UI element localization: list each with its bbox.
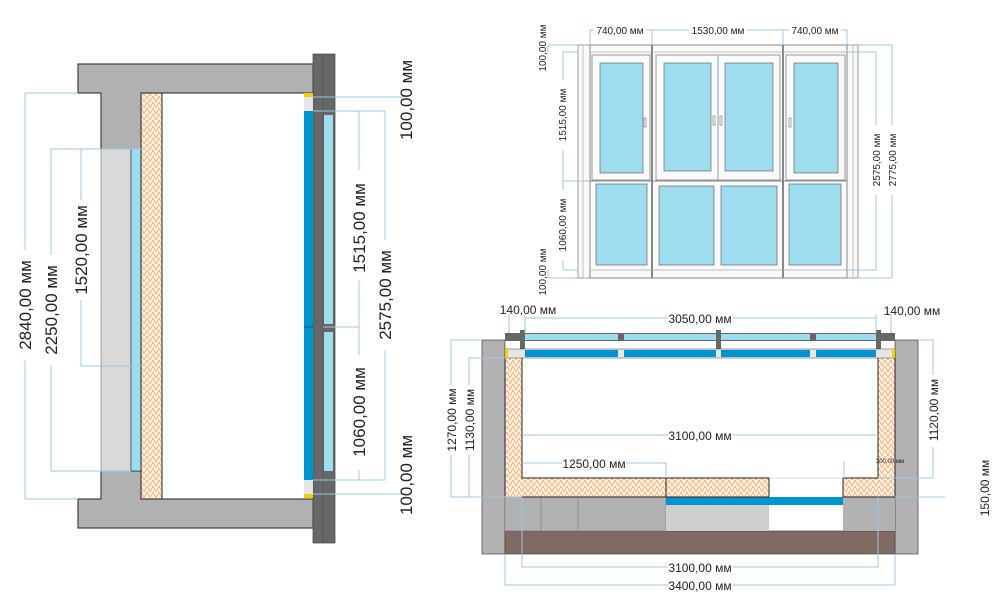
seal-top — [304, 93, 313, 97]
side-glass-upper — [130, 148, 142, 367]
width-right: 740,00 мм — [791, 26, 838, 37]
side-glass-lower — [130, 365, 142, 472]
dim-2840: 2840,00 мм — [16, 260, 35, 350]
plan-dim-1130: 1130,00 мм — [463, 389, 477, 451]
pane-bottom-left — [595, 183, 648, 266]
plan-dim-3400: 3400,00 мм — [668, 579, 731, 593]
plan-dim-3100-bottom: 3100,00 мм — [668, 561, 731, 575]
floor-glass-strip — [666, 497, 843, 505]
dim-2250: 2250,00 мм — [42, 265, 61, 355]
dim-100-top: 100,00 мм — [397, 60, 416, 140]
dim-2575: 2575,00 мм — [376, 250, 395, 340]
insulation-wall — [140, 92, 163, 500]
seal-bottom — [304, 494, 313, 498]
spacer-top — [304, 97, 313, 111]
pane-bottom-mid-right — [720, 185, 778, 266]
dim-1515: 1515,00 мм — [350, 183, 369, 273]
outer-pane-lower — [324, 332, 333, 471]
top-slab — [77, 63, 314, 150]
spacer-bottom — [304, 480, 313, 494]
elev-dim-lower: 1060,00 мм — [558, 199, 569, 252]
pane-top-mid-right — [724, 62, 774, 172]
side-section: 2840,00 мм 2250,00 мм 1520,00 мм 1515,00… — [16, 53, 416, 544]
plan-dim-3050: 3050,00 мм — [668, 312, 731, 326]
wall-right — [894, 339, 919, 555]
dim-100-bottom: 100,00 мм — [397, 435, 416, 515]
bottom-slab — [77, 470, 314, 529]
dim-1060: 1060,00 мм — [350, 367, 369, 457]
wall-left — [481, 339, 506, 555]
window-elevation: 740,00 мм 1530,00 мм 740,00 мм 100,00 мм… — [538, 23, 899, 296]
handle-icon — [712, 115, 716, 126]
width-left: 740,00 мм — [596, 26, 643, 37]
outer-pane-upper — [324, 115, 333, 324]
elev-dim-upper: 1515,00 мм — [558, 89, 569, 142]
pane-top-right — [793, 62, 839, 174]
inner-glazing — [525, 350, 876, 357]
pane-bottom-mid-left — [658, 185, 715, 266]
pane-bottom-right — [788, 183, 842, 266]
elev-dim-frame: 2575,00 мм — [872, 134, 883, 187]
frame-blue — [304, 111, 313, 480]
pane-top-left — [599, 62, 644, 174]
plan-dim-3100-inner: 3100,00 мм — [668, 429, 731, 443]
pane-top-mid-left — [663, 62, 712, 172]
floor-plan: 140,00 мм 3050,00 мм 140,00 мм 3100,00 м… — [443, 303, 992, 593]
floor-base — [504, 530, 896, 555]
plan-dim-1250: 1250,00 мм — [562, 457, 625, 471]
dim-1520: 1520,00 мм — [72, 205, 91, 295]
elev-dim-top: 100,00 мм — [538, 24, 549, 71]
window-recess — [100, 148, 132, 472]
insulation-plan — [504, 354, 770, 498]
handle-icon — [719, 115, 723, 126]
width-middle: 1530,00 мм — [692, 26, 745, 37]
plan-dim-1120: 1120,00 мм — [927, 379, 941, 441]
plan-dim-300: 300,00 мм — [876, 459, 904, 465]
handle-icon — [788, 117, 792, 128]
plan-dim-150: 150,00 мм — [978, 460, 992, 517]
plan-dim-140-right: 140,00 мм — [884, 304, 941, 318]
elev-dim-total: 2775,00 мм — [888, 134, 899, 187]
plan-dim-1270: 1270,00 мм — [445, 388, 459, 451]
plan-dim-140-left: 140,00 мм — [500, 303, 557, 317]
elev-dim-bottom: 100,00 мм — [538, 248, 549, 295]
outer-glazing — [525, 334, 876, 340]
handle-icon — [643, 117, 647, 128]
